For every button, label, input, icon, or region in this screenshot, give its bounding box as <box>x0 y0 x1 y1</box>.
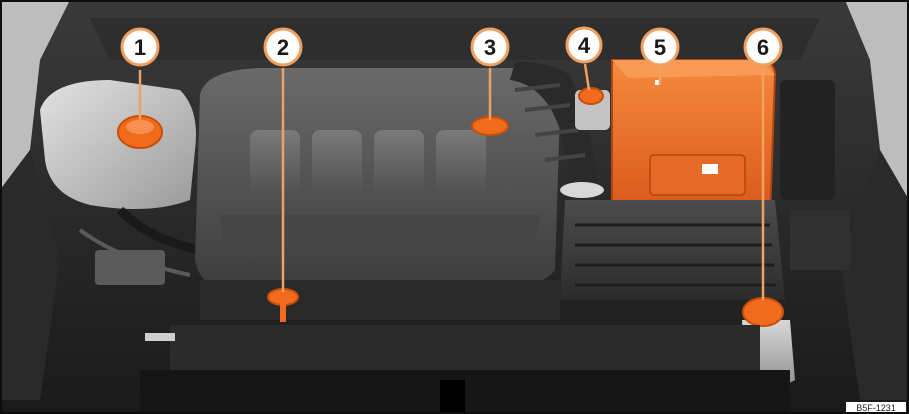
reference-code-tag <box>846 402 906 414</box>
left-strut-area <box>0 150 60 400</box>
callout-5: 5 <box>640 27 680 67</box>
callout-leader-4 <box>583 63 591 91</box>
callout-2: 2 <box>263 27 303 67</box>
callout-number: 6 <box>757 35 769 60</box>
engine-cover-rib <box>250 130 300 195</box>
engine-cover-lower-lip <box>220 215 540 255</box>
brake-fluid-reservoir-cap-icon <box>578 87 604 105</box>
callout-6: 6 <box>743 27 783 67</box>
callout-1: 1 <box>120 27 160 67</box>
left-fender-panel <box>0 0 70 190</box>
callout-number: 3 <box>484 35 496 60</box>
coolant-reservoir-tank <box>40 80 196 209</box>
engine-block <box>200 280 560 320</box>
intake-pipe-rib <box>524 103 571 112</box>
battery-vent-mark <box>655 80 660 85</box>
front-crossmember <box>170 325 760 370</box>
sensor-clip <box>145 333 175 341</box>
washer-fluid-reservoir-cap-icon <box>742 297 784 327</box>
fuse-box <box>780 80 835 200</box>
engine-cover-rib <box>374 130 424 195</box>
engine-cover-rib <box>436 130 486 195</box>
battery-indicator <box>702 164 718 174</box>
intake-pipe-rib <box>514 83 561 92</box>
firewall-cowl <box>90 18 820 60</box>
intake-pipe-rib <box>534 128 579 137</box>
callout-number: 5 <box>654 35 666 60</box>
battery-top-face <box>612 60 775 78</box>
right-strut-area <box>840 150 909 400</box>
dipstick-shaft <box>280 300 286 322</box>
abs-unit <box>95 250 165 285</box>
callout-number: 1 <box>134 35 146 60</box>
intake-pipe-rib <box>544 153 586 162</box>
callout-number: 2 <box>277 35 289 60</box>
reference-code: B5F-1231 <box>856 403 896 413</box>
callout-3: 3 <box>470 27 510 67</box>
battery-terminal-cover <box>649 154 746 196</box>
right-bracket <box>790 210 850 270</box>
engine-cover-rib <box>312 130 362 195</box>
hose-clamp <box>560 182 604 198</box>
coolant-hose <box>116 206 201 255</box>
callout-4: 4 <box>565 26 603 64</box>
right-fender-panel <box>845 0 909 200</box>
hood-latch <box>440 380 465 414</box>
callout-number: 4 <box>578 33 591 58</box>
coolant-cap-highlight <box>126 120 154 134</box>
